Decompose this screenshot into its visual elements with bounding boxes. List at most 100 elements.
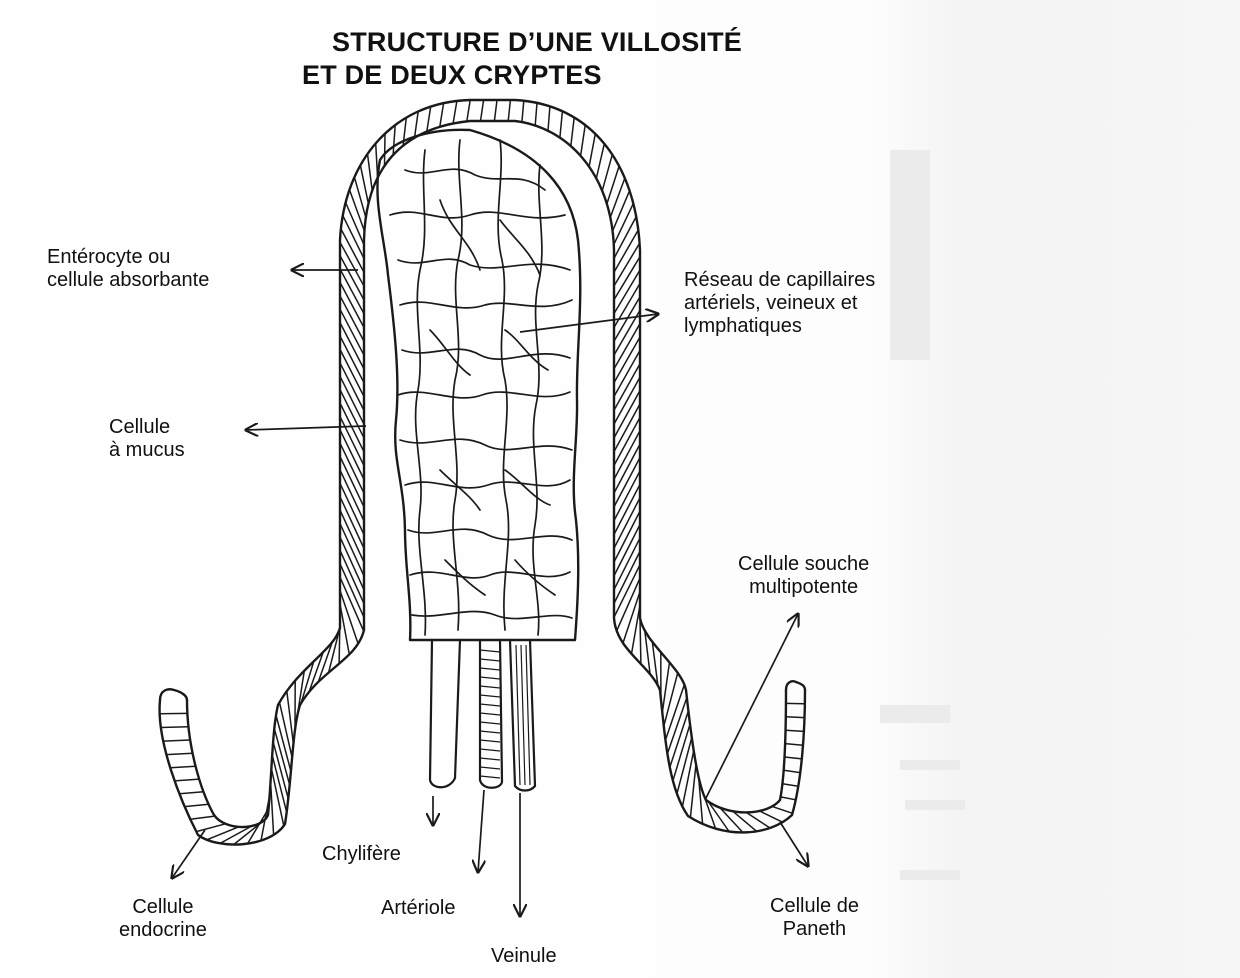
label-endocrine-line-2: endocrine [119, 919, 207, 942]
arteriole-arrow [478, 790, 484, 872]
label-arteriole: Artériole [381, 897, 455, 920]
epithelial-cell-wall [677, 738, 692, 794]
epithelial-cell-wall [614, 565, 640, 618]
label-stem-cell-line-1: Cellule souche [738, 553, 869, 576]
venule-wall-strand [526, 645, 530, 785]
epithelial-cell-wall [610, 178, 625, 217]
epithelial-cell-wall [614, 498, 640, 549]
epithelial-cell-wall [340, 336, 364, 383]
epithelial-cell-wall [340, 416, 364, 465]
epithelial-cell-wall [614, 391, 640, 438]
epithelial-cell-wall [785, 744, 803, 746]
left-crypt-tip [160, 689, 187, 700]
epithelial-cell-wall [614, 270, 640, 314]
epithelial-cell-wall [614, 471, 640, 521]
epithelial-cell-wall [614, 324, 640, 369]
epithelial-cell-wall [393, 125, 395, 155]
arteriole-wall-ring [480, 767, 500, 769]
epithelial-cell-wall [340, 443, 364, 493]
vessel-wall-lines [480, 645, 530, 785]
lacteal-vessel [430, 640, 460, 787]
label-stem-cell-line-2: multipotente [738, 576, 869, 599]
epithelial-cell-wall [690, 764, 696, 818]
epithelial-cell-wall [581, 125, 586, 156]
epithelial-cell-wall [614, 417, 640, 465]
epithelial-cell-wall [340, 309, 364, 355]
epithelial-cell-wall [180, 792, 204, 794]
epithelial-cell-wall [196, 824, 225, 832]
label-enterocyte: Entérocyte ou cellule absorbante [47, 246, 209, 292]
right-crypt-tip [786, 681, 805, 690]
epithelial-cell-wall [340, 296, 364, 342]
epithelial-cell-wall [733, 811, 757, 831]
epithelial-cell-wall [339, 617, 340, 663]
label-stem-cell: Cellule souche multipotente [738, 553, 869, 599]
label-lacteal: Chylifère [322, 843, 401, 866]
epithelial-cell-wall [163, 740, 190, 741]
epithelial-cell-wall [467, 100, 470, 121]
label-enterocyte-line-1: Entérocyte ou [47, 246, 209, 269]
epithelial-cell-wall [340, 390, 364, 439]
label-endocrine-cell: Cellule endocrine [119, 896, 207, 942]
epithelial-cell-wall [614, 458, 640, 507]
epithelial-cell-wall [170, 766, 195, 768]
epithelial-cell-wall [340, 457, 364, 508]
label-capillaries-line-3: lymphatiques [684, 315, 875, 338]
epithelial-cell-wall [785, 757, 802, 759]
epithelial-cell-wall [614, 283, 640, 327]
label-capillaries-line-2: artériels, veineux et [684, 292, 875, 315]
epithelial-cell-wall [772, 806, 792, 813]
epithelium-outer-edge [160, 121, 805, 845]
epithelial-cell-wall [175, 779, 200, 781]
epithelial-cell-wall [522, 101, 524, 122]
epithelial-cell-wall [340, 497, 364, 549]
epithelial-cell-wall [350, 190, 365, 231]
label-mucus-cell: Cellule à mucus [109, 416, 185, 462]
capillary-network [390, 140, 572, 635]
epithelial-cell-wall [340, 363, 364, 411]
epithelial-cell-wall [453, 101, 457, 124]
label-paneth-line-1: Cellule de [770, 895, 859, 918]
label-venule: Veinule [491, 945, 557, 968]
epithelial-cell-wall [560, 111, 563, 138]
label-paneth-cell: Cellule de Paneth [770, 895, 859, 941]
epithelial-cell-wall [340, 269, 364, 314]
epithelial-cell-wall [340, 524, 364, 577]
epithelial-cell-wall [340, 510, 364, 562]
paneth-cell-arrow [780, 822, 808, 866]
arteriole-wall-ring [480, 731, 500, 733]
epithelial-cell-wall [596, 144, 604, 179]
epithelial-cell-wall [271, 782, 274, 835]
epithelial-cell-wall [614, 404, 640, 452]
epithelial-cell-wall [340, 550, 364, 603]
epithelial-cell-wall [185, 804, 209, 806]
label-endocrine-line-1: Cellule [119, 896, 207, 919]
label-capillary-network: Réseau de capillaires artériels, veineux… [684, 269, 875, 338]
epithelial-cell-wall [340, 470, 364, 521]
epithelial-cell-wall [340, 537, 364, 590]
epithelial-cell-wall [340, 430, 364, 480]
epithelial-cell-wall [614, 377, 640, 424]
epithelial-cell-wall [602, 155, 612, 191]
epithelial-cell-wall [481, 100, 484, 121]
epithelial-cell-wall [385, 134, 386, 166]
arteriole-wall-ring [480, 713, 500, 715]
epithelial-cell-wall [427, 107, 431, 132]
mucus-cell-arrow [246, 426, 366, 430]
epithelial-cell-wall [784, 770, 801, 772]
epithelial-cell-wall [440, 103, 444, 127]
epithelial-cell-wall [340, 376, 364, 424]
epithelial-cell-wall [340, 323, 364, 369]
epithelial-cell-wall [368, 154, 373, 191]
epithelial-cell-wall [589, 134, 595, 167]
epithelial-cell-wall [190, 816, 215, 819]
venule-wall-strand [521, 645, 525, 785]
label-enterocyte-line-2: cellule absorbante [47, 269, 209, 292]
epithelial-cell-wall [340, 564, 364, 618]
epithelial-cell-wall [360, 165, 368, 204]
epithelial-cell-wall [613, 191, 630, 231]
epithelial-cell-wall [161, 727, 189, 728]
arteriole-wall-ring [480, 677, 500, 679]
epithelial-cell-wall [571, 118, 574, 147]
epithelial-cell-wall [614, 350, 640, 396]
